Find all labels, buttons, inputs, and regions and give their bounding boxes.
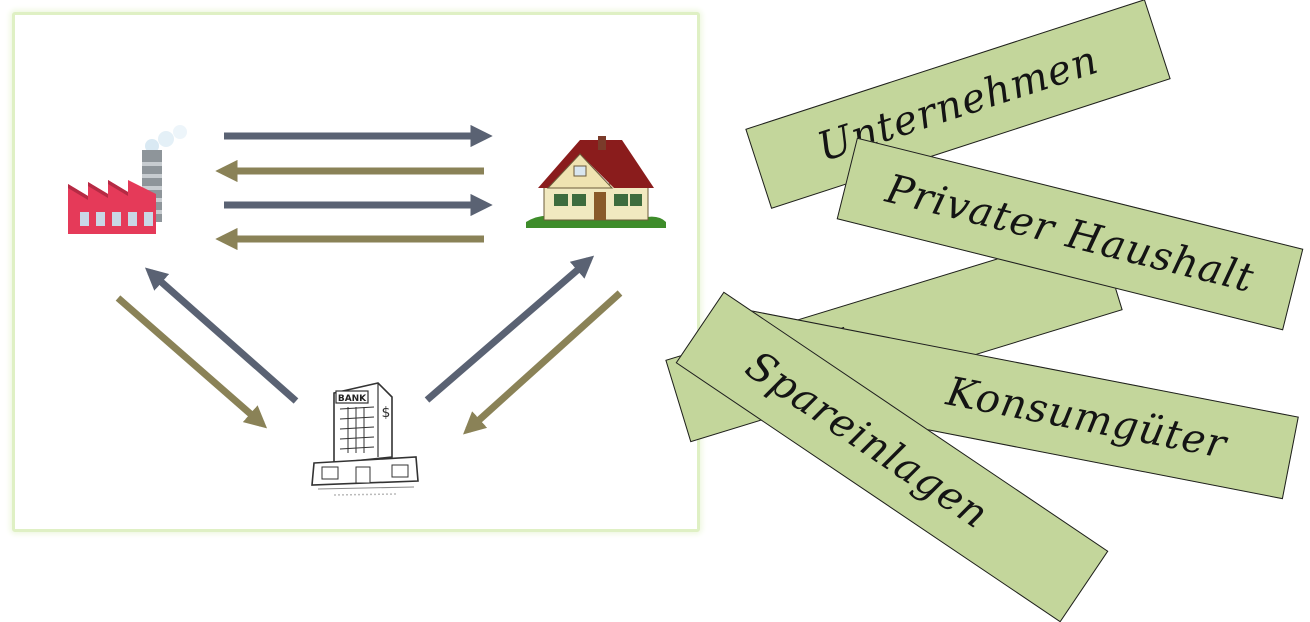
house-icon [526,136,666,228]
arrow-firm-to-bank [115,295,268,429]
factory-icon [68,125,187,234]
arrow-bank-to-firm [144,267,299,404]
dollar-icon: $ [382,405,391,421]
bank-building-icon: BANK $ [311,382,419,496]
bank-sign-text: BANK [338,394,367,404]
flow-arrows [115,124,623,435]
arrow-household-to-bank [463,290,623,435]
arrow-bank-to-household [424,255,595,403]
